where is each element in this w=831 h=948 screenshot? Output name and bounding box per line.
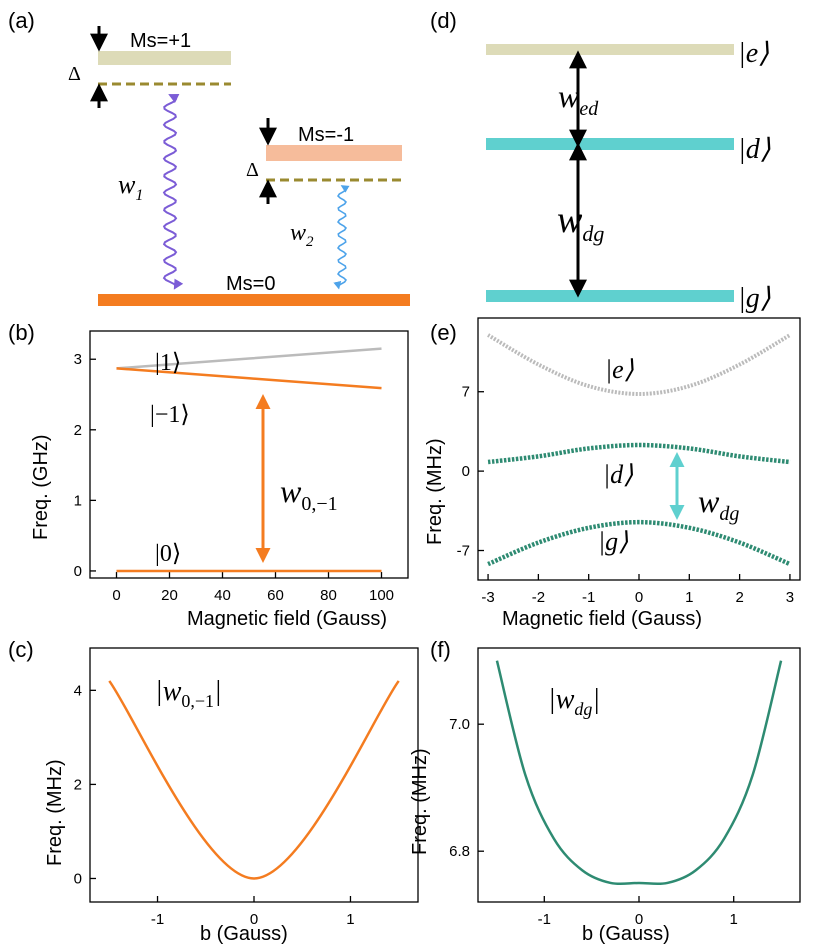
x-tick-label: 1	[730, 911, 738, 928]
delta-label-1: Δ	[68, 63, 81, 85]
plot-c-ylabel: Freq. (MHz)	[44, 759, 66, 866]
x-tick-label: -2	[532, 589, 545, 606]
x-tick-label: -1	[582, 589, 595, 606]
level-d	[486, 138, 734, 150]
y-tick-label: 2	[74, 776, 82, 793]
w1-symbol: w1	[118, 170, 143, 204]
panel-e: (e) -3 -2 -1 0 1 2 3 -7 0 7 Magnetic field (Gauss…	[424, 317, 801, 630]
level-ms-minus1	[266, 145, 402, 161]
plot-c-series	[108, 680, 400, 880]
plot-c-xlabel: b (Gauss)	[200, 923, 288, 945]
panel-a-label: (a)	[8, 8, 35, 33]
level-ms-plus1-label: Ms=+1	[130, 30, 191, 52]
y-tick-label: 2	[74, 422, 82, 439]
y-tick-label: 7.0	[449, 716, 470, 733]
level-ms-plus1	[98, 51, 231, 65]
w1-wavy-arrow	[162, 94, 184, 290]
series-line-e-1	[487, 442, 791, 465]
ket-e-g: |g⟩	[598, 527, 628, 556]
panel-d-label: (d)	[430, 8, 457, 33]
plot-e-ticks: -3 -2 -1 0 1 2 3 -7 0 7	[457, 384, 794, 606]
y-tick-label: 1	[74, 492, 82, 509]
level-ms-0-label: Ms=0	[226, 273, 275, 295]
delta-label-2: Δ	[246, 159, 259, 181]
x-tick-label: 0	[112, 587, 120, 604]
x-tick-label: 2	[735, 589, 743, 606]
x-tick-label: -1	[538, 911, 551, 928]
panel-d: (d) |e⟩ |d⟩ |g⟩ wed wdg	[430, 8, 771, 314]
wdg-e-symbol: wdg	[698, 483, 739, 525]
x-tick-label: 1	[685, 589, 693, 606]
series-line-e-2	[487, 519, 791, 567]
x-tick-label: 3	[786, 589, 794, 606]
x-tick-label: 0	[635, 911, 643, 928]
x-tick-label: -3	[481, 589, 494, 606]
w2-wavy-arrow	[333, 185, 350, 290]
panel-c: (c) -1 0 1 0 2 4 b (Gauss) Freq. (MHz) |w0,−1…	[8, 637, 419, 945]
series-line-b-0	[116, 347, 382, 370]
panel-f: (f) -1 0 1 6.8 7.0 b (Gauss) Freq. (MHz) |wd…	[409, 637, 801, 945]
panel-e-label: (e)	[430, 320, 457, 345]
x-tick-label: 60	[267, 587, 284, 604]
ket-d-e: |e⟩	[738, 38, 769, 69]
ket-d-g: |g⟩	[738, 283, 771, 314]
y-tick-label: 6.8	[449, 843, 470, 860]
level-g	[486, 290, 734, 302]
plot-f-xlabel: b (Gauss)	[582, 923, 670, 945]
w2-symbol: w2	[290, 220, 314, 250]
plot-c-frame	[89, 647, 419, 903]
y-tick-label: -7	[457, 543, 470, 560]
series-line-b-1	[116, 367, 382, 390]
plot-c-ticks: -1 0 1 0 2 4	[74, 682, 355, 928]
plot-b-xlabel: Magnetic field (Gauss)	[187, 608, 387, 630]
y-tick-label: 3	[74, 351, 82, 368]
y-tick-label: 0	[74, 563, 82, 580]
y-tick-label: 0	[462, 463, 470, 480]
ket-b-0: |0⟩	[155, 541, 181, 567]
plot-b-ticks: 0 20 40 60 80 100 0 1 2 3	[74, 351, 394, 604]
x-tick-label: 0	[250, 911, 258, 928]
plot-b-ylabel: Freq. (GHz)	[30, 434, 52, 540]
series-line-e-0	[487, 333, 791, 396]
ket-b-1: |1⟩	[155, 350, 181, 376]
x-tick-label: 40	[214, 587, 231, 604]
level-ms-minus1-label: Ms=-1	[298, 124, 354, 146]
x-tick-label: -1	[151, 911, 164, 928]
x-tick-label: 0	[635, 589, 643, 606]
panel-b: (b) 0 20 40 60 80 100 0 1 2 3 Magnetic field (Gau…	[8, 320, 409, 630]
series-line-f-0	[495, 660, 783, 886]
plot-e-xlabel: Magnetic field (Gauss)	[502, 608, 702, 630]
y-tick-label: 0	[74, 870, 82, 887]
panel-f-label: (f)	[430, 637, 451, 662]
plot-b-frame	[89, 330, 409, 579]
plot-e-ylabel: Freq. (MHz)	[424, 438, 446, 545]
plot-f-series	[495, 660, 783, 886]
plot-e-series	[487, 333, 791, 567]
y-tick-label: 7	[462, 384, 470, 401]
x-tick-label: 80	[320, 587, 337, 604]
annot-f: |wdg|	[548, 684, 600, 719]
annot-c: |w0,−1|	[155, 676, 222, 711]
series-line-c-0	[108, 680, 400, 880]
x-tick-label: 100	[369, 587, 394, 604]
plot-f-ticks: -1 0 1 6.8 7.0	[449, 716, 738, 928]
level-ms-0	[98, 294, 410, 306]
panel-b-label: (b)	[8, 320, 35, 345]
plot-b-series	[116, 347, 382, 573]
wed-symbol: wed	[558, 78, 599, 120]
w0m1-b-symbol: w0,−1	[280, 473, 338, 515]
ket-b-minus1: |−1⟩	[150, 402, 190, 428]
panel-a: (a) Ms=+1 Δ w1 Ms=-1 Δ w2 Ms=0	[8, 8, 410, 306]
ket-e-e: |e⟩	[605, 355, 634, 384]
panel-c-label: (c)	[8, 637, 34, 662]
y-tick-label: 4	[74, 682, 82, 699]
wdg-symbol: wdg	[557, 199, 604, 246]
x-tick-label: 20	[161, 587, 178, 604]
x-tick-label: 1	[346, 911, 354, 928]
plot-f-ylabel: Freq. (MHz)	[409, 748, 431, 855]
level-e	[486, 44, 734, 55]
ket-e-d: |d⟩	[603, 460, 633, 489]
ket-d-d: |d⟩	[738, 134, 771, 165]
